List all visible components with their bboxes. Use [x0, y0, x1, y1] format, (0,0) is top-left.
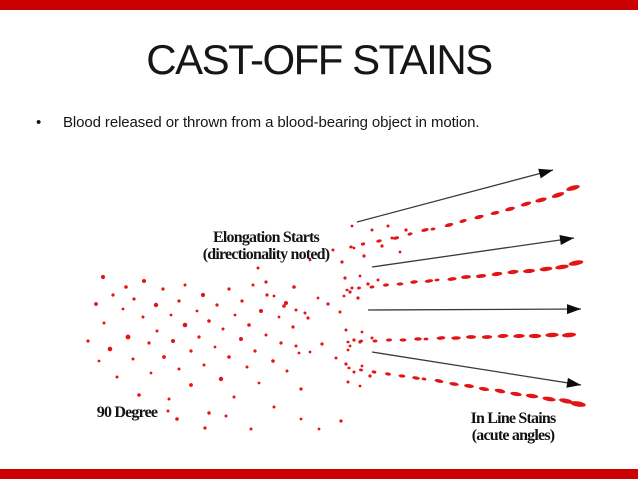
slide-title: CAST-OFF STAINS	[146, 36, 493, 83]
label-elongation-starts: Elongation Starts (directionality noted)	[203, 229, 330, 263]
bullet-marker: •	[36, 114, 42, 131]
bullet-text: Blood released or thrown from a blood-be…	[63, 114, 480, 131]
label-elongation-line1: Elongation Starts	[213, 229, 320, 246]
label-inline-line2: (acute angles)	[471, 427, 555, 444]
label-90-degree: 90 Degree	[96, 404, 158, 421]
bottom-accent-bar	[0, 469, 638, 479]
bullet-row: • Blood released or thrown from a blood-…	[36, 114, 480, 131]
top-accent-bar	[0, 0, 638, 10]
label-inline-line1: In Line Stains	[470, 410, 557, 427]
label-elongation-line2: (directionality noted)	[202, 246, 330, 263]
label-in-line-stains: In Line Stains (acute angles)	[470, 410, 557, 444]
